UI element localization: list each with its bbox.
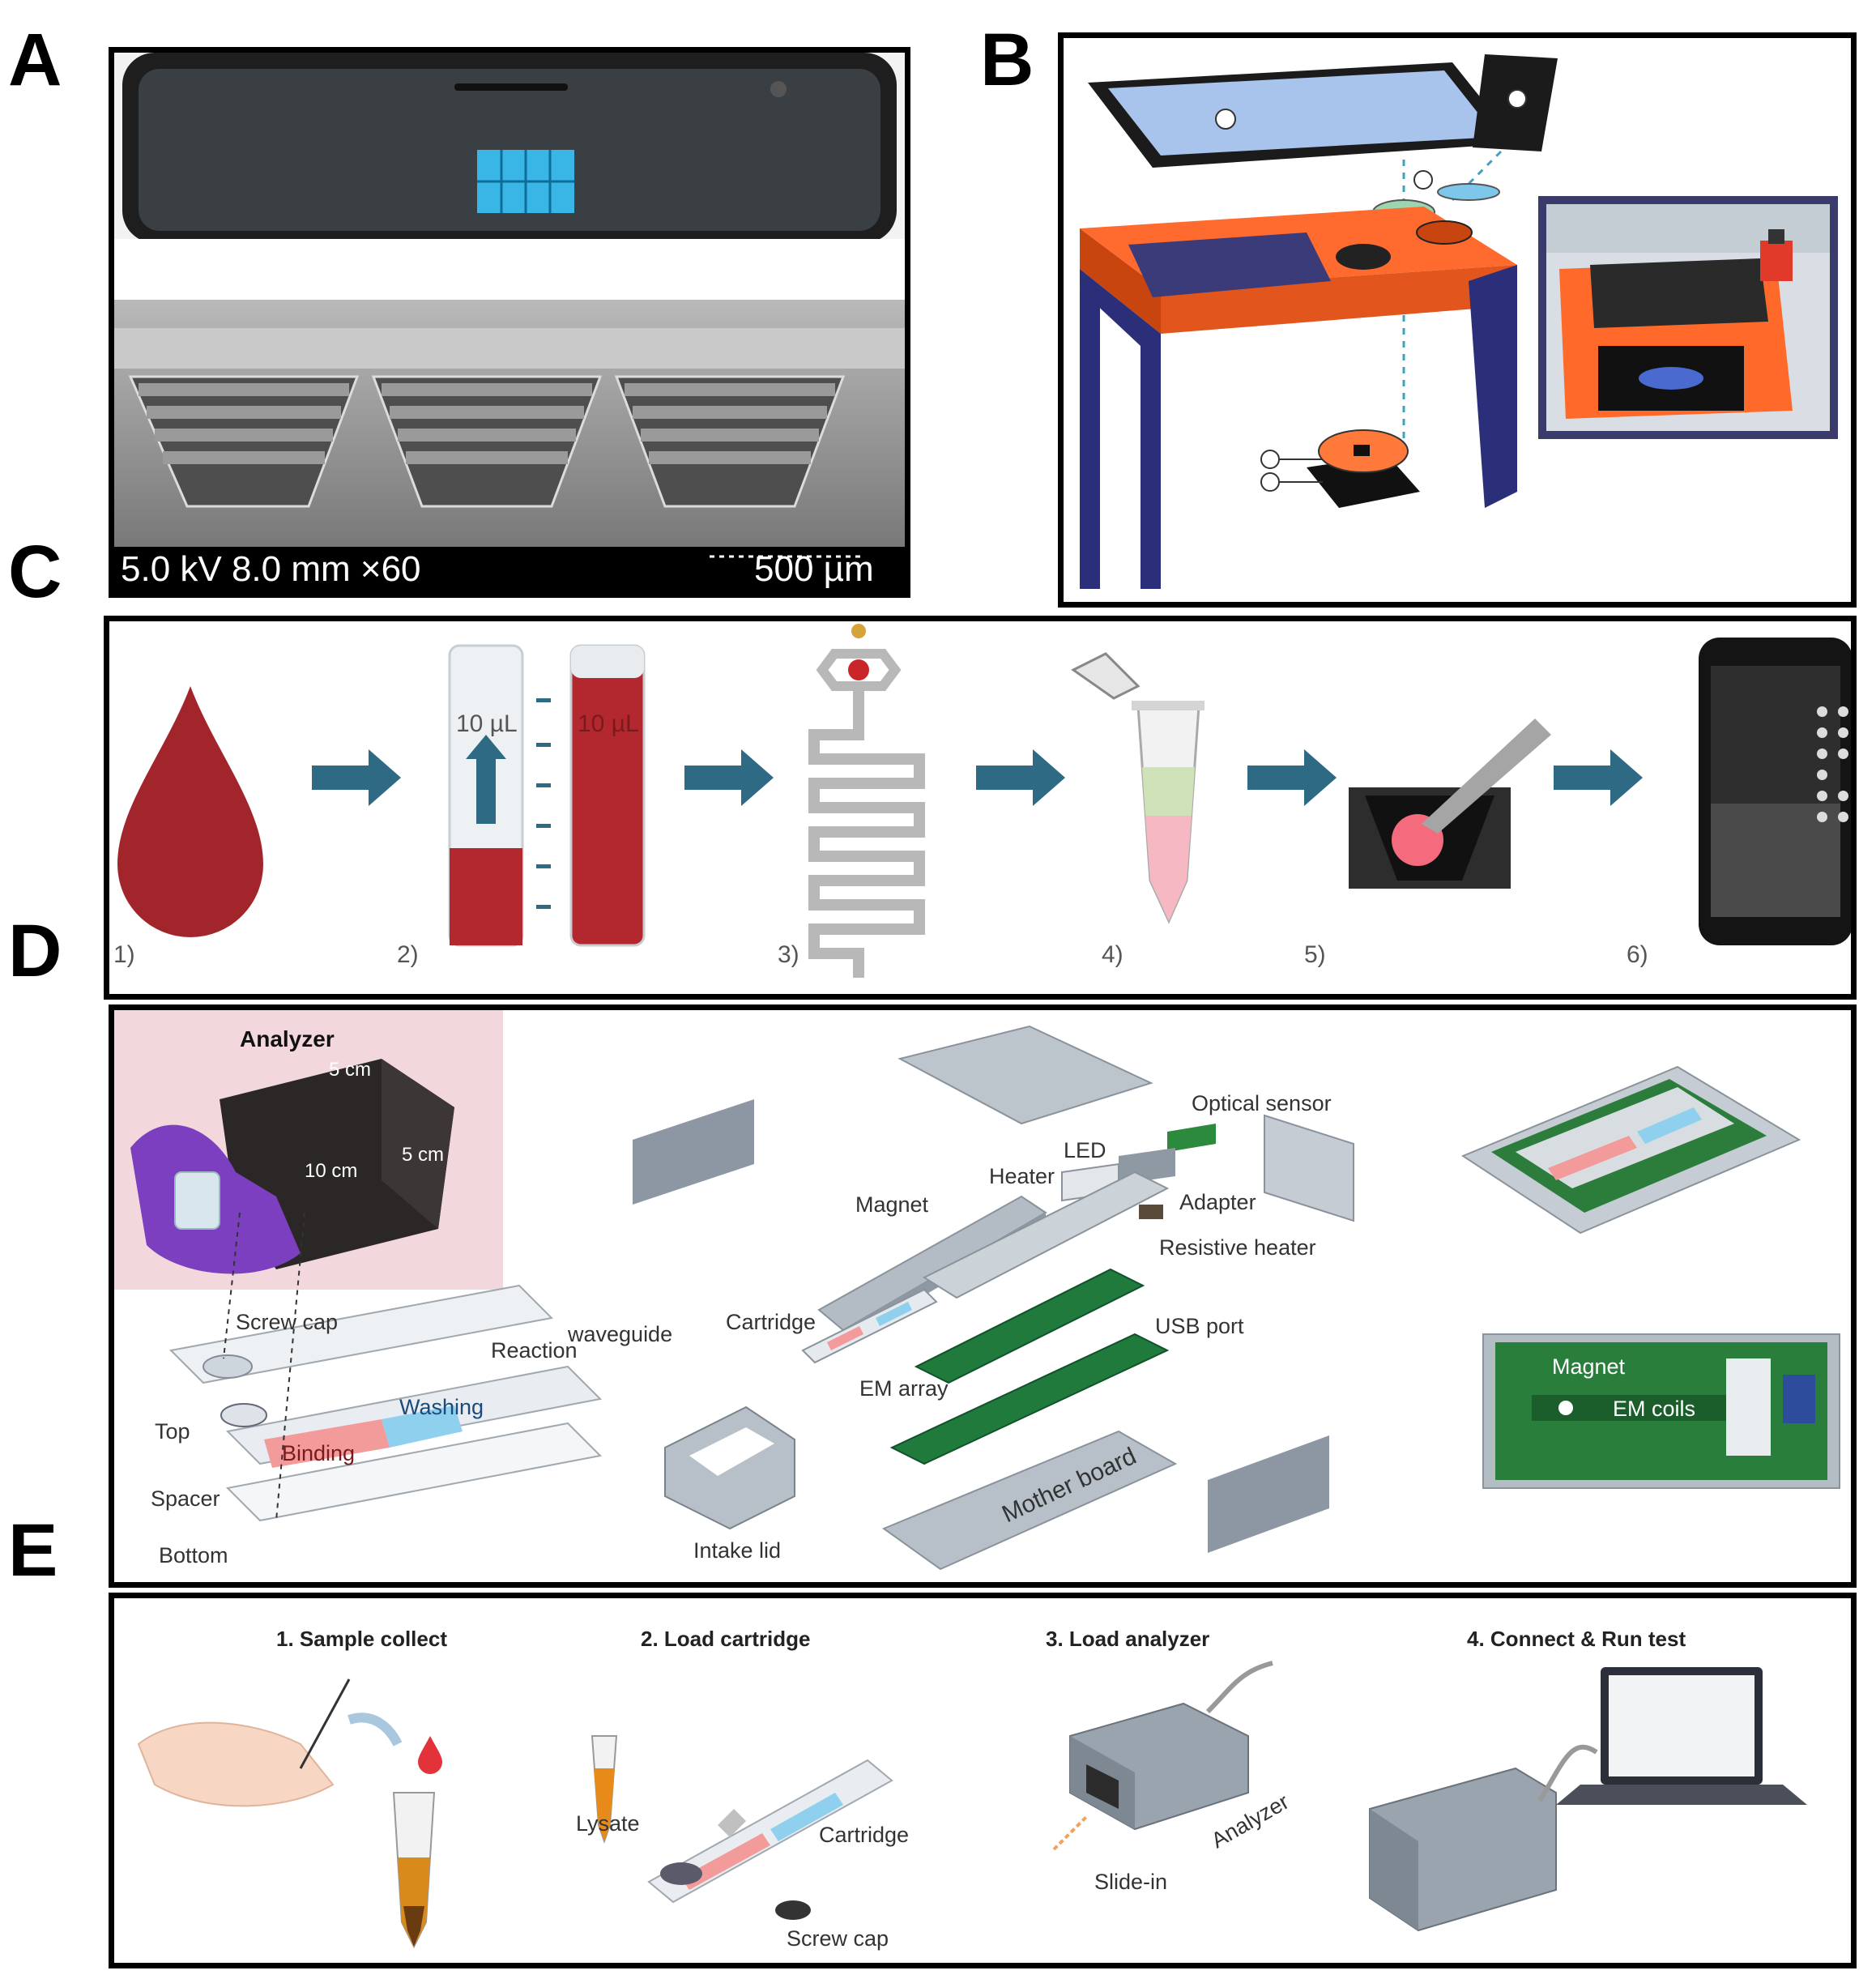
panel-label-c: C [8,531,62,613]
serpentine-chip [808,686,925,978]
slide-in-label: Slide-in [1094,1870,1168,1894]
top-cover [897,1025,1153,1125]
lysate-label: Lysate [576,1811,640,1836]
step-1-label: 1) [113,941,135,968]
mother-board-base [881,1430,1178,1571]
panel-d: Analyzer 5 cm 5 cm 10 cm Screw cap Top S… [109,1004,1857,1588]
panel-label-b: B [980,19,1034,101]
array-dot [1838,706,1848,717]
panel-e-graphic [137,1661,1807,1949]
array-dot [1817,706,1827,717]
array-dot [1838,791,1848,801]
side-panel-left [633,1099,754,1205]
array-dot [1838,812,1848,822]
tube-2-label: 10 µL [578,710,639,737]
array-dot [1817,770,1827,780]
step-6-label: 6) [1627,941,1648,968]
cartridge-top-layer [168,1284,554,1384]
blood-drop [117,686,263,937]
pcb-board [889,1333,1170,1465]
top-label: Top [155,1419,190,1444]
optical-sensor-label: Optical sensor [1192,1091,1332,1115]
panel-b [1058,32,1857,608]
step3-heading: 3. Load analyzer [1046,1627,1210,1651]
inset-em-coils-label: EM coils [1613,1397,1696,1421]
array-dot [1817,791,1827,801]
adapter-label: Adapter [1179,1190,1256,1214]
step-5-label: 5) [1304,941,1326,968]
washing-label: Washing [399,1395,484,1419]
sem-info-text: 5.0 kV 8.0 mm ×60 [121,549,421,589]
panel-c: 10 µL 10 µL 1) 2) 3) 4) 5) 6) [104,616,1857,1000]
array-dot [1817,812,1827,822]
dim-5cm-b: 5 cm [402,1144,445,1166]
usb-port-label: USB port [1155,1314,1244,1338]
em-array-label: EM array [859,1376,949,1401]
cartridge-bottom-layer [225,1422,603,1522]
panel-a-graphic [114,53,905,592]
dim-5cm-a: 5 cm [329,1059,372,1081]
heater-label: Heater [989,1164,1055,1188]
resistive-heater-label: Resistive heater [1159,1235,1316,1260]
step4-heading: 4. Connect & Run test [1467,1627,1686,1651]
inset-magnet-label: Magnet [1552,1354,1626,1379]
dot-array [1817,706,1851,828]
binding-label: Binding [282,1441,356,1465]
screw-cap-label: Screw cap [236,1310,339,1334]
dim-10cm: 10 cm [305,1160,358,1182]
panel-label-a: A [8,19,62,101]
cartridge-label-e: Cartridge [819,1823,910,1847]
array-dot [1817,727,1827,738]
panel-a: 5.0 kV 8.0 mm ×60 500 µm [109,47,910,598]
array-dot [1817,749,1827,759]
spacer-label: Spacer [151,1486,220,1511]
panel-b-graphic [1080,54,1838,589]
step-2-label: 2) [397,941,419,968]
step-4-label: 4) [1102,941,1123,968]
panel-c-graphic [117,624,1851,978]
scale-bar-text: 500 µm [754,549,874,589]
screw-cap-label-e: Screw cap [787,1926,889,1951]
tube-2 [569,644,646,947]
bottom-label: Bottom [159,1543,228,1567]
panel-e: 1. Sample collect 2. Load cartridge 3. L… [109,1593,1857,1968]
flow-arrows [312,749,1643,806]
panel-label-d: D [8,910,62,992]
array-dot [1838,749,1848,759]
step2-heading: 2. Load cartridge [641,1627,811,1651]
led-label: LED [1064,1138,1106,1162]
panel-label-e: E [8,1509,58,1592]
array-dot [1838,727,1848,738]
analyzer-title: Analyzer [240,1026,335,1051]
waveguide-label: waveguide [568,1322,673,1346]
reaction-label: Reaction [491,1338,578,1363]
tube-1-label: 10 µL [456,710,518,737]
step1-heading: 1. Sample collect [276,1627,447,1651]
hands-illustration [137,1721,335,1807]
em-array-board [914,1268,1145,1384]
magnet-label: Magnet [855,1192,929,1217]
panel-d-graphic [114,1010,1840,1571]
intake-lid-label: Intake lid [693,1538,782,1563]
step-3-label: 3) [778,941,799,968]
cartridge-label: Cartridge [726,1310,816,1334]
